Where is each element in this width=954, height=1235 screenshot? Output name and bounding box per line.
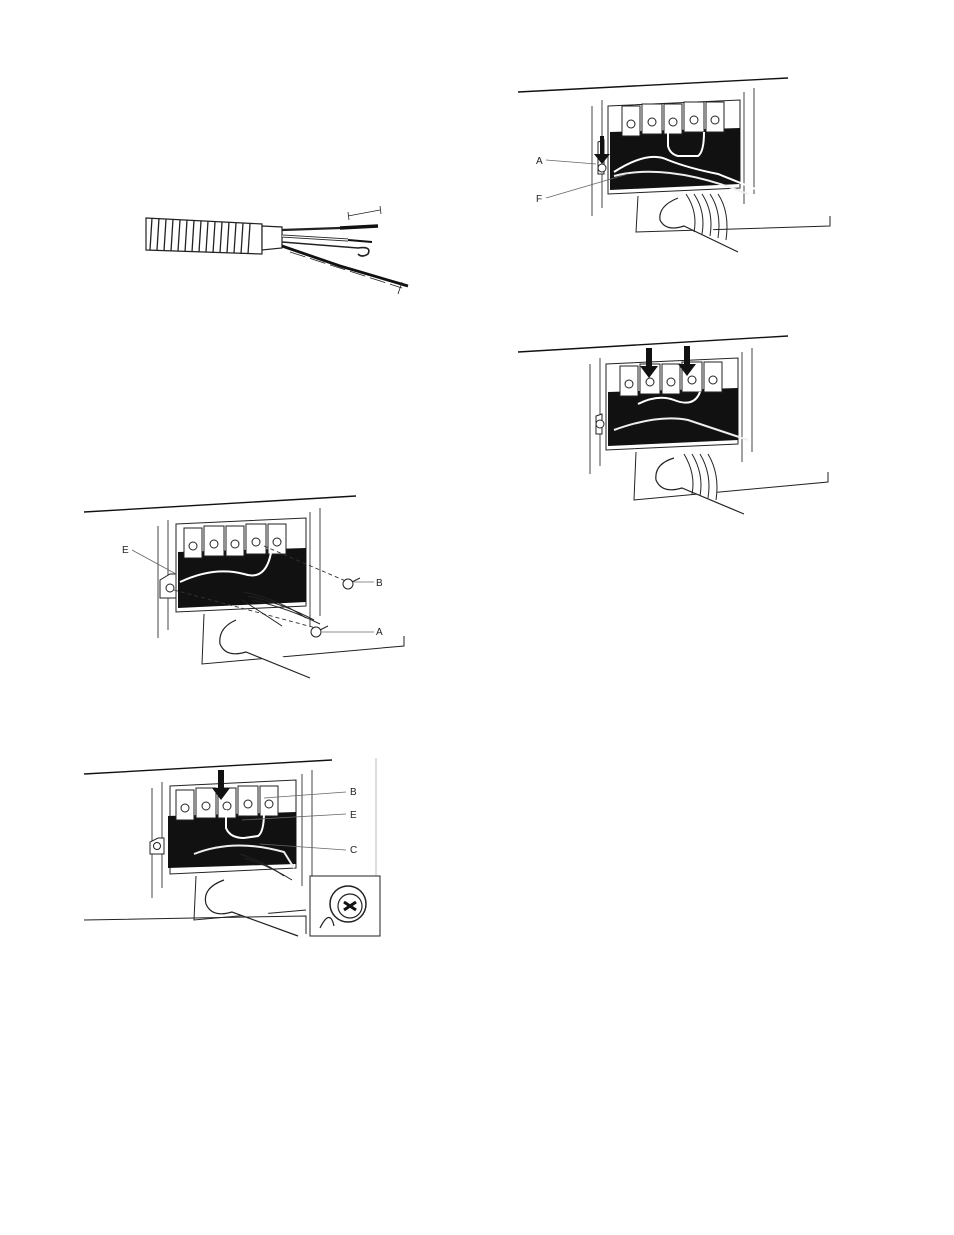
terminal-block-left-bottom-figure: B E C	[83, 758, 381, 937]
label-c: C	[350, 845, 357, 856]
label-e: E	[350, 810, 357, 821]
terminal-block-mid-right-drawing	[517, 335, 829, 515]
terminal-block-top-right-drawing: A F	[517, 77, 831, 253]
terminal-block-mid-right-figure	[517, 334, 838, 515]
label-b: B	[350, 787, 357, 798]
label-f: F	[536, 194, 542, 205]
cable-strip-drawing	[145, 205, 409, 295]
terminal-block-left-exploded-figure: E B A	[83, 495, 406, 679]
terminal-block-top-right-figure: A F	[517, 76, 838, 253]
label-e: E	[122, 545, 129, 556]
label-a: A	[536, 156, 543, 167]
terminal-block-left-exploded-drawing: E B A	[83, 495, 405, 679]
label-b: B	[376, 578, 383, 589]
cable-strip-figure	[140, 190, 415, 300]
screw-head-icon	[319, 885, 367, 929]
terminal-block-left-bottom-drawing: B E C	[83, 758, 381, 937]
label-a: A	[376, 627, 383, 638]
